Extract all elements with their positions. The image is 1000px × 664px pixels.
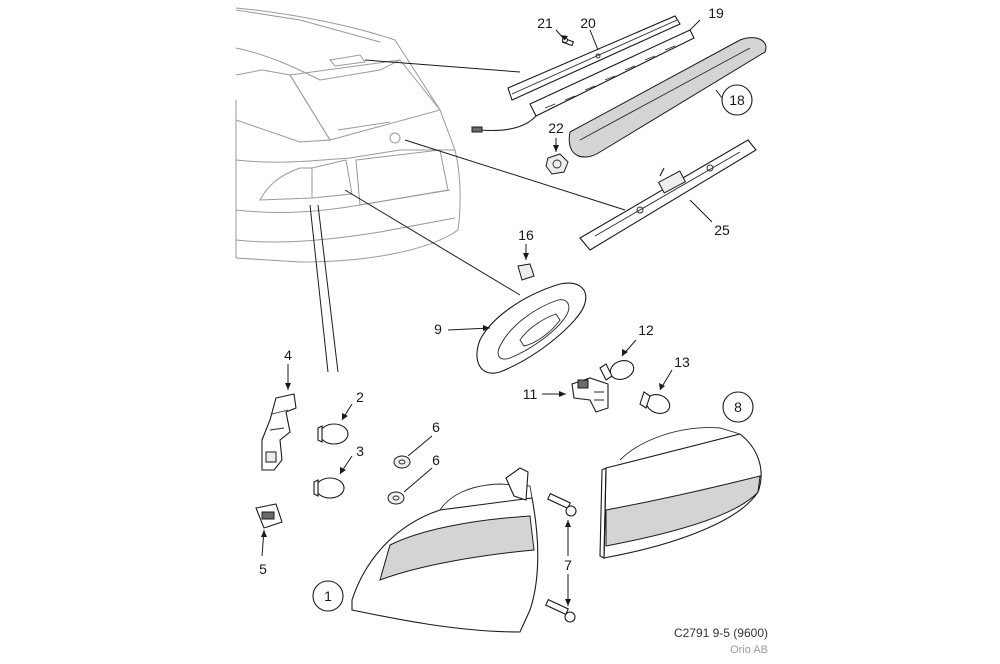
callout-circle-8 <box>722 391 754 423</box>
gasket <box>476 282 587 374</box>
callout-9: 9 <box>434 321 442 337</box>
callout-5: 5 <box>259 561 267 577</box>
callout-13: 13 <box>674 354 690 370</box>
publisher-credit: Orio AB <box>730 644 768 656</box>
callout-circle-1 <box>312 580 344 612</box>
car-rear-view <box>235 7 461 263</box>
callout-16: 16 <box>518 227 534 243</box>
callout-7: 7 <box>564 557 572 573</box>
callout-21: 21 <box>537 15 553 31</box>
figure-code: C2791 9-5 (9600) <box>673 626 768 640</box>
lamp-holder-4 <box>261 393 297 471</box>
nut-22 <box>545 153 569 175</box>
tail-lamp-right <box>599 427 762 559</box>
bulb-holder-11 <box>571 377 609 413</box>
bulb-13 <box>639 391 671 414</box>
callout-1: 1 <box>324 588 332 604</box>
car-leader-lines <box>309 59 626 373</box>
callout-labels: 1 2 3 4 5 6 6 7 8 9 11 12 13 16 18 19 20… <box>259 5 745 604</box>
callout-3: 3 <box>356 443 364 459</box>
callout-18: 18 <box>729 92 745 108</box>
screw-7-lower <box>545 598 576 623</box>
callout-25: 25 <box>714 222 730 238</box>
leader-arrowheads <box>261 35 665 606</box>
callout-circle-18 <box>721 84 753 116</box>
callout-19: 19 <box>708 5 724 21</box>
callout-20: 20 <box>580 15 596 31</box>
callout-6-upper: 6 <box>432 419 440 435</box>
brake-light-cover <box>568 37 767 158</box>
screw-7-upper <box>547 492 577 517</box>
callout-4: 4 <box>284 347 292 363</box>
bulb-3 <box>313 477 345 499</box>
bulb-2 <box>317 423 349 445</box>
lamp-bracket <box>579 139 757 251</box>
bulb-12 <box>599 360 635 381</box>
callout-8: 8 <box>734 399 742 415</box>
mounting-rail <box>507 15 681 101</box>
washer-6-lower <box>387 491 405 505</box>
callout-6-lower: 6 <box>432 452 440 468</box>
washer-6-upper <box>393 455 411 469</box>
led-strip <box>471 29 695 133</box>
connector-5 <box>255 503 283 529</box>
callout-2: 2 <box>356 389 364 405</box>
callout-22: 22 <box>548 120 564 136</box>
tail-lamp-left <box>351 467 539 633</box>
callout-12: 12 <box>638 322 654 338</box>
clip-16 <box>517 263 535 281</box>
callout-11: 11 <box>523 386 538 402</box>
